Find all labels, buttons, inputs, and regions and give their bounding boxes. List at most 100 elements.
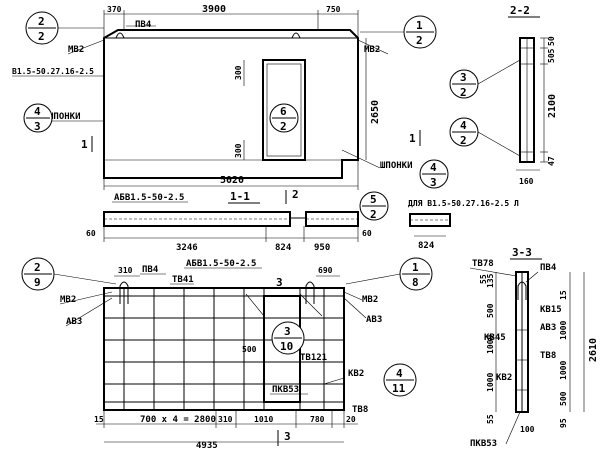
svg-text:4: 4 xyxy=(34,105,41,118)
label-s3-kv45: КВ45 xyxy=(484,333,506,343)
callout-sec22-top: 32 xyxy=(449,59,521,99)
dim-s33-500a: 500 xyxy=(486,303,495,318)
label-mb2-right: МВ2 xyxy=(364,45,380,55)
dim-s33-1000a: 1000 xyxy=(486,335,495,354)
dim-824-b: 824 xyxy=(418,241,435,251)
svg-text:5: 5 xyxy=(370,193,377,206)
panel-elevation: 370 3900 750 5020 2650 300 300 ПВ4 МВ2 М… xyxy=(12,4,421,190)
label-f-pkv53: ПКВ53 xyxy=(272,385,299,395)
svg-text:1: 1 xyxy=(412,261,419,274)
dim-f310: 310 xyxy=(118,266,133,275)
dim-s33-500b: 500 xyxy=(559,391,568,406)
svg-text:2: 2 xyxy=(460,86,467,99)
svg-text:2: 2 xyxy=(370,208,377,221)
section-mark-1-left: 1 xyxy=(81,138,88,151)
section-1-1: АБВ1.5-50-2.5 1-1 2 60 3246 824 950 60 xyxy=(86,188,372,253)
dim-s33-100: 100 xyxy=(520,425,535,434)
svg-text:6: 6 xyxy=(280,105,287,118)
callout-key-right: 43 xyxy=(419,159,449,189)
section-mark-1-right: 1 xyxy=(409,132,416,145)
svg-text:3: 3 xyxy=(284,325,291,338)
section-2-2-title: 2-2 xyxy=(510,4,530,17)
section-3-3-title: 3-3 xyxy=(512,246,532,259)
dim-824: 824 xyxy=(275,243,292,253)
dim-s33-15: 15 xyxy=(559,290,568,300)
label-s3-pv4: ПВ4 xyxy=(540,263,557,273)
svg-text:2: 2 xyxy=(416,34,423,47)
dim-f15: 15 xyxy=(94,415,104,424)
label-f-tv121: ТВ121 xyxy=(300,353,327,363)
dim-f690: 690 xyxy=(318,266,333,275)
callout-frame-right: 18 xyxy=(345,257,433,291)
dim-s33-55b: 55 xyxy=(486,414,495,424)
dim-60-b: 60 xyxy=(362,229,372,238)
label-mb2-left: МВ2 xyxy=(68,45,84,55)
frame-hook-left xyxy=(119,281,129,304)
dim-s22-50: 50 xyxy=(547,36,556,46)
dim-f20: 20 xyxy=(346,415,356,424)
label-s3-kv15: КВ15 xyxy=(540,305,562,315)
lifting-loop-left xyxy=(115,32,125,39)
reinforcement-frame: АБВ1.5-50-2.5 310 690 xyxy=(59,259,382,451)
dim-300-a: 300 xyxy=(234,65,243,80)
dim-s33-1000b: 1000 xyxy=(486,373,495,392)
dim-s33-1000c: 1000 xyxy=(559,321,568,340)
lifting-loop-right xyxy=(291,32,301,39)
dim-s33-1000d: 1000 xyxy=(559,361,568,380)
dim-f1010: 1010 xyxy=(254,415,273,424)
callout-opening: 62 xyxy=(269,103,299,133)
svg-text:4: 4 xyxy=(430,161,437,174)
dim-950: 950 xyxy=(314,243,330,253)
svg-text:3: 3 xyxy=(430,176,437,189)
svg-text:2: 2 xyxy=(34,261,41,274)
section-mark-3-top: 3 xyxy=(276,276,283,289)
svg-text:3: 3 xyxy=(460,71,467,84)
section-mark-3-bottom: 3 xyxy=(284,430,291,443)
label-f-tv8: ТВ8 xyxy=(352,405,368,415)
label-abv-top: АБВ1.5-50-2.5 xyxy=(114,193,184,203)
callout-key-left: 43 xyxy=(23,103,53,133)
label-s3-tv78: ТВ78 xyxy=(472,259,494,269)
label-panel-mark: В1.5-50.27.16-2.5 xyxy=(12,67,94,76)
label-s3-kv2: КВ2 xyxy=(496,373,512,383)
svg-text:8: 8 xyxy=(412,276,419,289)
label-f-pv4: ПВ4 xyxy=(142,265,159,275)
callout-top-right: 12 xyxy=(360,15,437,49)
label-f-av3-right: АВ3 xyxy=(366,315,382,325)
label-f-av3-left: АВ3 xyxy=(66,317,82,327)
dim-s22-160: 160 xyxy=(519,177,534,186)
svg-text:10: 10 xyxy=(280,340,293,353)
svg-text:2: 2 xyxy=(38,15,45,28)
svg-text:2: 2 xyxy=(280,120,287,133)
svg-text:2: 2 xyxy=(460,134,467,147)
svg-text:4: 4 xyxy=(396,367,403,380)
label-f-tv41: ТВ41 xyxy=(172,275,194,285)
callout-sec22-bot: 42 xyxy=(449,117,521,157)
section-2-2: 2-2 50 505 2100 47 160 xyxy=(508,4,558,186)
section-3-3: 3-3 55 135 500 1000 1000 55 15 1000 1000… xyxy=(469,246,599,449)
svg-text:11: 11 xyxy=(392,382,406,395)
frame-hook-right xyxy=(305,281,315,304)
svg-text:4: 4 xyxy=(460,119,467,132)
detail-left-panel: ДЛЯ В1.5-50.27.16-2.5 Л 824 xyxy=(408,199,519,251)
dim-f780: 780 xyxy=(310,415,325,424)
dim-3246: 3246 xyxy=(176,243,198,253)
svg-text:3: 3 xyxy=(34,120,41,133)
dim-f500: 500 xyxy=(242,345,257,354)
section-1-1-title: 1-1 xyxy=(230,190,250,203)
dim-3900: 3900 xyxy=(202,4,226,15)
dim-s33-55a: 55 xyxy=(479,274,488,284)
dim-s33-95: 95 xyxy=(559,418,568,428)
dim-s22-2100: 2100 xyxy=(547,94,558,118)
section-mark-2: 2 xyxy=(292,188,299,201)
callout-frame-left: 29 xyxy=(21,257,117,291)
label-s3-pkv53: ПКВ53 xyxy=(470,439,497,449)
label-key-right: ШПОНКИ xyxy=(380,161,413,171)
callout-frame-kv2: 411 xyxy=(383,363,417,397)
label-key-left: ШПОНКИ xyxy=(48,112,81,122)
label-s3-tv8: ТВ8 xyxy=(540,351,556,361)
dim-s22-505: 505 xyxy=(547,48,556,63)
dim-370: 370 xyxy=(107,5,122,14)
window-opening xyxy=(262,59,306,161)
dim-s33-2610: 2610 xyxy=(588,338,599,362)
